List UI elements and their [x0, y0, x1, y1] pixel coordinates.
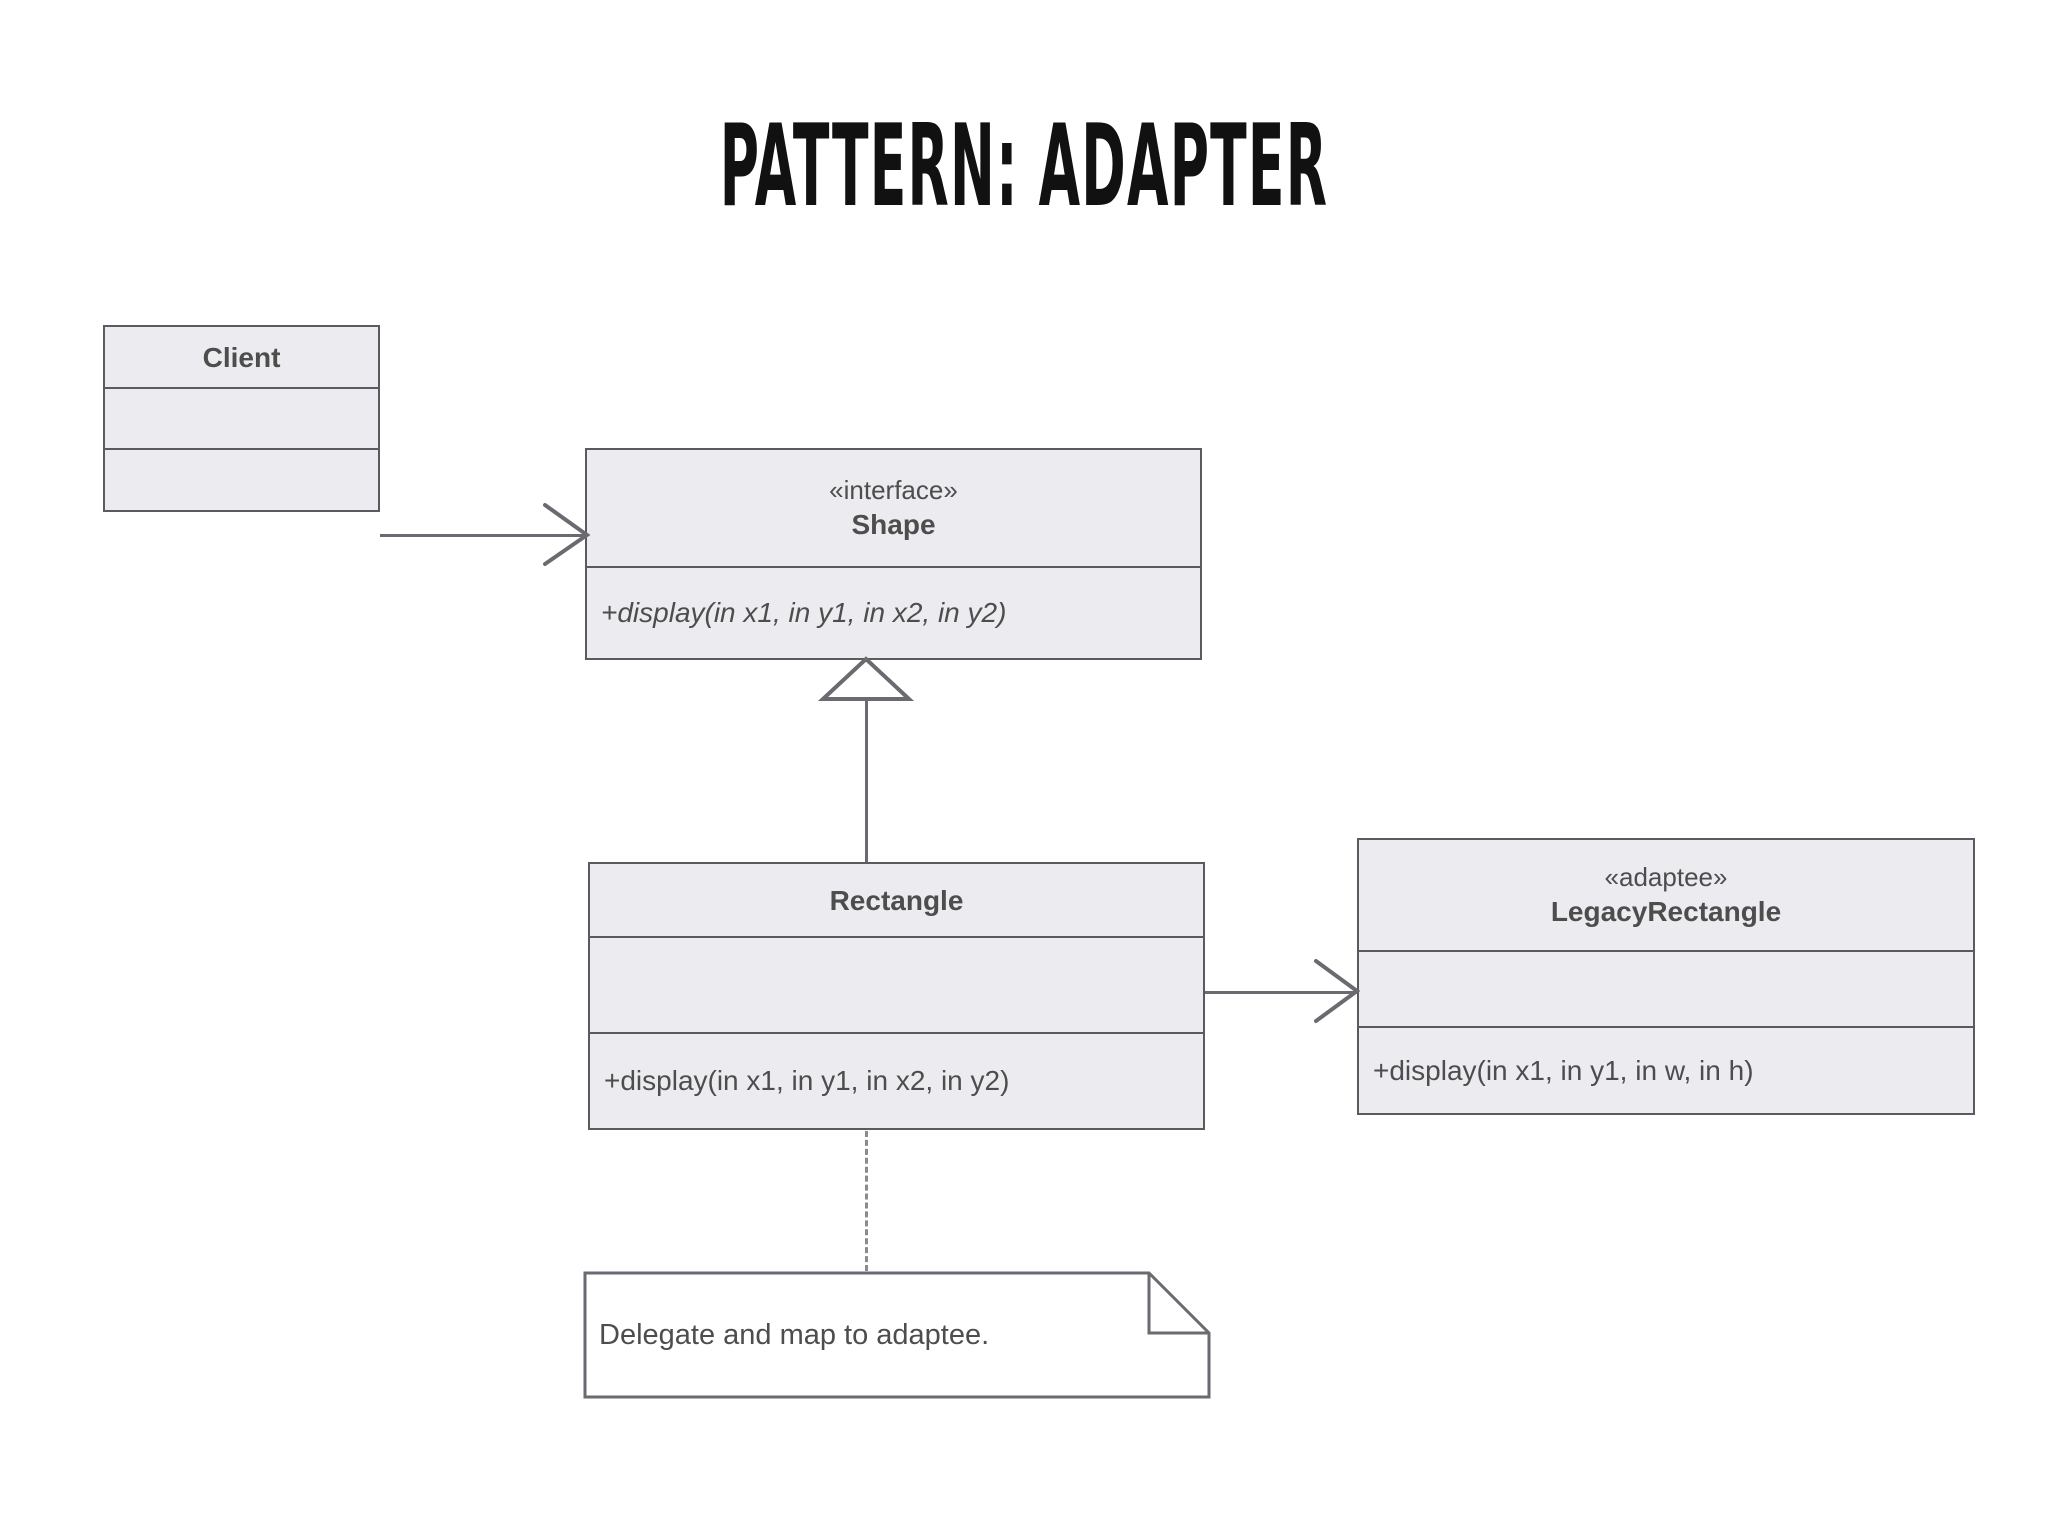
shape-operations-compartment: +display(in x1, in y1, in x2, in y2): [587, 566, 1200, 658]
client-attributes-compartment: [105, 387, 378, 448]
page-title: PATTERN: ADAPTER: [719, 99, 1329, 233]
rectangle-attributes-compartment: [590, 936, 1203, 1032]
uml-class-rectangle[interactable]: Rectangle +display(in x1, in y1, in x2, …: [588, 862, 1205, 1130]
shape-stereotype: «interface»: [829, 475, 958, 506]
uml-note[interactable]: Delegate and map to adaptee.: [583, 1271, 1211, 1399]
note-shape: [583, 1271, 1211, 1399]
rectangle-header: Rectangle: [590, 864, 1203, 936]
legacyrectangle-header: «adaptee» LegacyRectangle: [1359, 840, 1973, 950]
uml-class-legacyrectangle[interactable]: «adaptee» LegacyRectangle +display(in x1…: [1357, 838, 1975, 1115]
shape-header: «interface» Shape: [587, 450, 1200, 566]
legacyrectangle-attributes-compartment: [1359, 950, 1973, 1026]
connector-client-to-shape-line: [380, 534, 585, 537]
client-header: Client: [105, 327, 378, 387]
uml-class-client[interactable]: Client: [103, 325, 380, 512]
note-text: Delegate and map to adaptee.: [599, 1318, 990, 1351]
client-class-name: Client: [202, 341, 281, 373]
client-operations-compartment: [105, 448, 378, 510]
connector-rectangle-to-note-dashed: [865, 1131, 868, 1271]
legacyrectangle-stereotype: «adaptee»: [1604, 862, 1728, 893]
shape-class-name: Shape: [851, 508, 936, 540]
rectangle-operations-compartment: +display(in x1, in y1, in x2, in y2): [590, 1032, 1203, 1128]
uml-class-shape[interactable]: «interface» Shape +display(in x1, in y1,…: [585, 448, 1202, 660]
connector-rectangle-to-legacyrectangle-line: [1205, 991, 1357, 994]
legacyrectangle-class-name: LegacyRectangle: [1550, 895, 1782, 927]
rectangle-class-name: Rectangle: [829, 884, 964, 916]
connector-rectangle-to-shape-line: [865, 685, 868, 862]
legacyrectangle-operations-compartment: +display(in x1, in y1, in w, in h): [1359, 1026, 1973, 1113]
